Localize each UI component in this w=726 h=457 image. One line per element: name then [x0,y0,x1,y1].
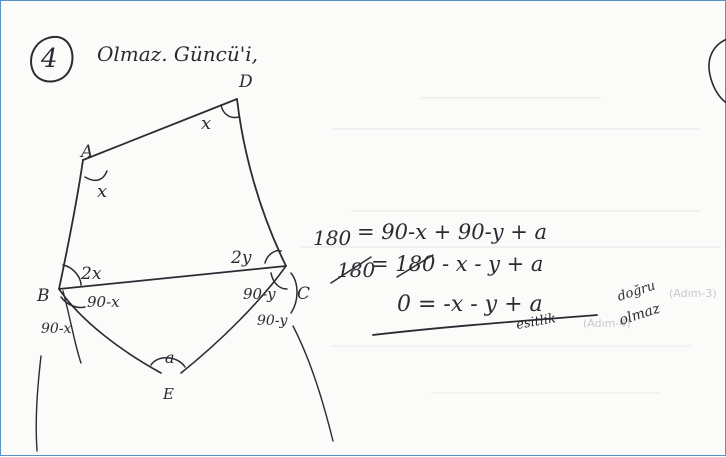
extension-line-left [35,355,42,452]
angle-c-lower-label: 90-y [243,285,276,303]
angle-b-inner-label: 2x [80,264,102,284]
angle-b-outer-label: 90-x [41,321,72,337]
eq1-rhs: = 90-x + 90-y + a [357,220,547,244]
eq2-rhs: = 180 - x - y + a [371,252,543,276]
vertex-e: E [162,385,174,403]
note-esitlik: esitlik [515,311,557,333]
eq2-rhs-strike [396,254,434,278]
vertex-a: A [79,142,93,162]
angle-e-label: a [165,348,175,367]
angle-c-inner-label: 2y [230,248,252,268]
triangle-lines [58,265,287,374]
bleed-text-2: (Adım-4) [583,317,631,330]
eq1-lhs: 180 [313,226,351,250]
angle-b-lower-label: 90-x [87,293,120,311]
next-question-circle [708,38,726,104]
eq3: 0 = -x - y + a [397,292,543,317]
eq2-lhs: 180 [337,258,375,282]
note-dogru: doğru [616,278,658,304]
vertex-c: C [297,284,310,304]
angle-a-label: x [97,181,107,202]
vertex-b: B [36,286,50,306]
eq2-lhs-strike [330,256,372,284]
header-text: Olmaz. Güncü'i, [97,42,258,66]
quadrilateral [58,98,287,290]
note-olmaz: olmaz [617,300,662,328]
angle-c-outer-label: 90-y [257,313,289,329]
bleed-through-lines [301,97,721,394]
angle-d-label: x [201,113,211,134]
bleed-text-1: (Adım-3) [669,287,717,300]
question-number-text: 4 [40,44,58,74]
angle-arcs [60,104,298,368]
extension-line [292,325,334,442]
vertex-d: D [238,72,253,92]
eq3-underline [372,314,598,336]
question-number: 4 [30,35,74,83]
